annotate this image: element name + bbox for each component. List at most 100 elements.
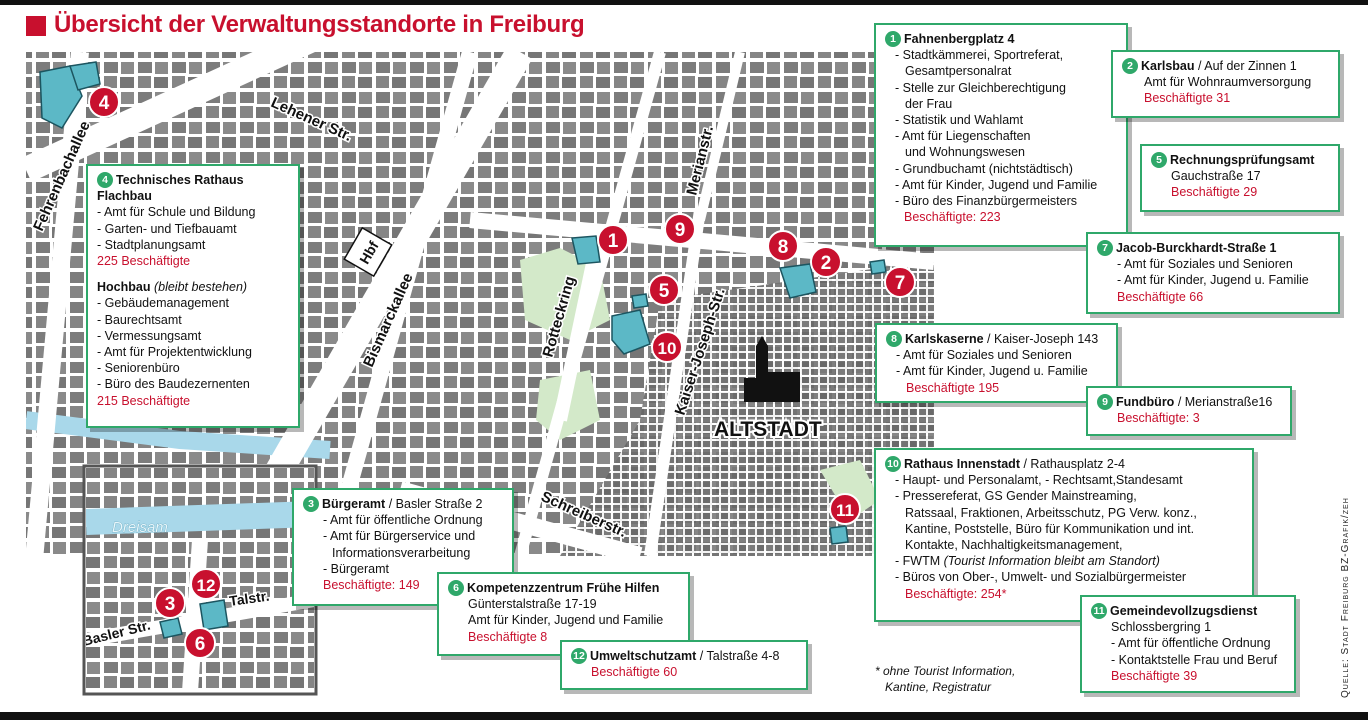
dept-item: - Büros von Ober-, Umwelt- und Sozialbür… xyxy=(895,570,1187,585)
map-marker-8[interactable]: 8 xyxy=(767,230,799,262)
staff-count: Beschäftigte 39 xyxy=(1111,668,1198,683)
svg-text:1: 1 xyxy=(608,231,619,252)
sub-building: Hochbau xyxy=(97,280,151,295)
map-marker-1[interactable]: 1 xyxy=(597,224,629,256)
map-marker-2[interactable]: 2 xyxy=(810,246,842,278)
dept-item: - Amt für Kinder, Jugend u. Familie xyxy=(1117,273,1309,288)
staff-count: Beschäftigte: 3 xyxy=(1117,411,1200,426)
location-name: Fundbüro xyxy=(1116,395,1175,409)
location-address: / Basler Straße 2 xyxy=(388,497,483,511)
location-name: Technisches Rathaus xyxy=(116,173,244,187)
location-name: Karlskaserne xyxy=(905,332,984,346)
location-address: / Auf der Zinnen 1 xyxy=(1197,59,1297,73)
dept-item: - Amt für Soziales und Senioren xyxy=(1117,257,1293,272)
map-marker-6[interactable]: 6 xyxy=(184,627,216,659)
staff-count: Beschäftigte: 254* xyxy=(905,586,1007,601)
map-marker-9[interactable]: 9 xyxy=(664,213,696,245)
hbf-box xyxy=(343,226,393,278)
address-line: Gauchstraße 17 xyxy=(1171,169,1261,184)
svg-text:3: 3 xyxy=(165,594,176,615)
location-address: / Merianstraße16 xyxy=(1177,395,1273,409)
map-marker-10[interactable]: 10 xyxy=(651,331,683,363)
svg-text:10: 10 xyxy=(658,339,677,358)
number-badge: 8 xyxy=(886,331,902,347)
address-line: Günterstalstraße 17-19 xyxy=(468,597,597,612)
dept-item: - Baurechtsamt xyxy=(97,312,182,327)
location-name: Gemeindevollzugsdienst xyxy=(1110,604,1258,618)
location-address: / Rathausplatz 2-4 xyxy=(1023,457,1125,471)
dept-item: - Seniorenbüro xyxy=(97,361,180,376)
dept-item: Ratssaal, Fraktionen, Arbeitsschutz, PG … xyxy=(905,505,1197,520)
dept-item: Kantine, Poststelle, Büro für Kommunikat… xyxy=(905,521,1195,536)
location-name: Kompetenzzentrum Frühe Hilfen xyxy=(467,581,660,595)
svg-text:6: 6 xyxy=(195,634,206,655)
map-marker-4[interactable]: 4 xyxy=(88,86,120,118)
staff-count: Beschäftigte 29 xyxy=(1171,185,1258,200)
location-address: / Kaiser-Joseph 143 xyxy=(987,332,1099,346)
number-badge: 7 xyxy=(1097,240,1113,256)
svg-text:5: 5 xyxy=(659,281,670,302)
dept-item: - Amt für Kinder, Jugend und Familie xyxy=(895,177,1098,192)
district-label-altstadt: ALTSTADT xyxy=(714,418,822,441)
number-badge: 11 xyxy=(1091,603,1107,619)
map-marker-7[interactable]: 7 xyxy=(884,266,916,298)
dept-item: - Gebäudemanagement xyxy=(97,296,230,311)
dept-item: - Bürgeramt xyxy=(323,561,389,576)
map-marker-3[interactable]: 3 xyxy=(154,587,186,619)
staff-count: Beschäftigte 31 xyxy=(1144,91,1231,106)
dept-item: Amt für Kinder, Jugend und Familie xyxy=(468,613,664,628)
map-marker-11[interactable]: 11 xyxy=(829,493,861,525)
dept-item: - Stadtplanungsamt xyxy=(97,237,206,252)
title-marker xyxy=(26,16,46,36)
address-line: Schlossbergring 1 xyxy=(1111,620,1212,635)
location-address: / Talstraße 4-8 xyxy=(699,649,780,663)
location-name: Jacob-Burckhardt-Straße 1 xyxy=(1116,241,1277,255)
footnote-line: * ohne Tourist Information, xyxy=(875,664,1016,678)
staff-count-2: 215 Beschäftigte xyxy=(97,393,191,408)
staff-count: Beschäftigte 60 xyxy=(591,665,678,680)
dept-item: Gesamtpersonalrat xyxy=(905,64,1012,79)
number-badge: 1 xyxy=(885,31,901,47)
dept-item: - Grundbuchamt (nichtstädtisch) xyxy=(895,161,1073,176)
river-label-dreisam: Dreisam xyxy=(112,519,168,536)
svg-text:4: 4 xyxy=(99,93,110,114)
dept-item: Kontakte, Nachhaltigkeitsmanagement, xyxy=(905,538,1123,553)
svg-text:9: 9 xyxy=(675,220,686,241)
number-badge: 6 xyxy=(448,580,464,596)
top-rule xyxy=(0,0,1368,5)
dept-item: - Amt für Projektentwicklung xyxy=(97,345,252,360)
dept-item: Amt für Wohnraumversorgung xyxy=(1144,75,1312,90)
dept-item: und Wohnungswesen xyxy=(905,145,1025,160)
map-marker-12[interactable]: 12 xyxy=(190,568,222,600)
dept-item: - Amt für Soziales und Senioren xyxy=(896,348,1072,363)
map-marker-5[interactable]: 5 xyxy=(648,274,680,306)
dept-item: - Büro des Baudezernenten xyxy=(97,377,250,392)
number-badge: 4 xyxy=(97,172,113,188)
dept-item: - Haupt- und Personalamt, - Rechtsamt,St… xyxy=(895,473,1183,488)
dept-item: - Amt für Kinder, Jugend u. Familie xyxy=(896,364,1088,379)
dept-item: - FWTM xyxy=(895,554,941,569)
dept-item-note: (Tourist Information bleibt am Standort) xyxy=(943,554,1160,569)
footnote-line: Kantine, Registratur xyxy=(885,680,992,694)
source-credit: Quelle: Stadt Freiburg BZ-Grafik/zeh xyxy=(1340,497,1351,698)
dept-item: - Pressereferat, GS Gender Mainstreaming… xyxy=(895,489,1137,504)
dept-item: - Vermessungsamt xyxy=(97,328,202,343)
bottom-rule xyxy=(0,712,1368,720)
staff-count: Beschäftigte: 223 xyxy=(904,210,1001,225)
cathedral-icon xyxy=(744,336,800,402)
location-name: Rechnungsprüfungsamt xyxy=(1170,153,1315,167)
staff-count: 225 Beschäftigte xyxy=(97,254,191,269)
